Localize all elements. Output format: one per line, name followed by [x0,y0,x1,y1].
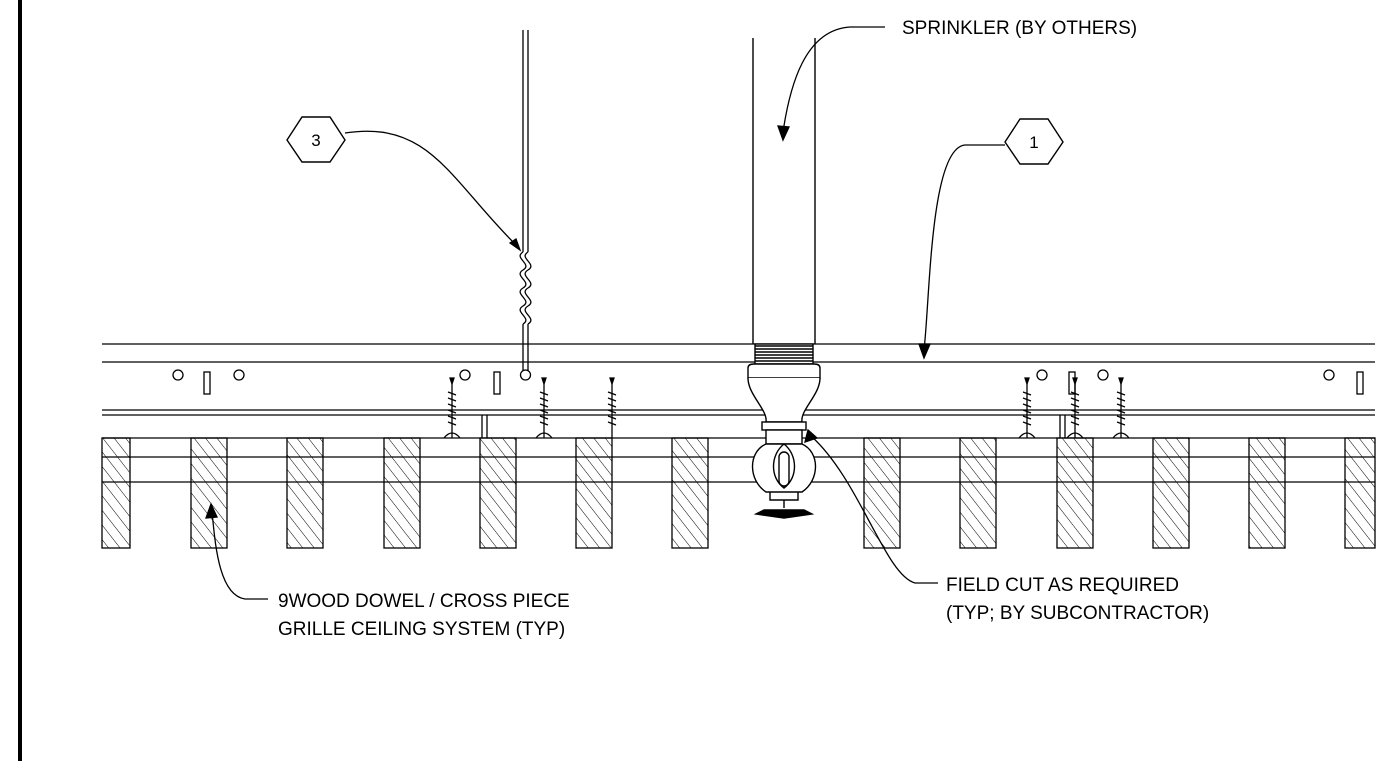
leader-sprinkler [782,26,885,133]
leader-tag-1 [923,144,1005,351]
hexagon-tag-3-shape [286,116,346,163]
callout-grille-line1: 9WOOD DOWEL / CROSS PIECE [278,591,570,612]
hanger-wire [519,30,532,381]
wood-dowel [101,437,131,549]
carrier-rail [102,343,1375,416]
screws [443,377,1130,439]
wood-dowel [479,437,517,549]
wood-dowel [1152,437,1190,549]
wood-dowel [190,437,228,549]
screw [1112,377,1130,439]
screw [1018,377,1036,439]
sprinkler-fitting [747,363,821,379]
wood-dowel [671,437,709,549]
sprinkler-deflector [753,509,815,519]
wood-dowel [1344,437,1376,549]
pipe-threads [754,343,814,365]
callout-field-cut-line2: (TYP; BY SUBCONTRACTOR) [946,603,1209,624]
wood-dowel [575,437,613,549]
wood-dowel [1248,437,1286,549]
tag-3: 3 [286,116,346,163]
sheet-border [18,0,22,761]
leader-tag-3 [344,130,519,248]
rail-holes [172,369,1364,395]
hexagon-tag-1-shape [1004,118,1064,165]
callout-sprinkler: SPRINKLER (BY OTHERS) [902,18,1137,39]
leader-grille [211,511,268,600]
screw [607,377,617,438]
screw [535,377,553,439]
callout-field-cut-line1: FIELD CUT AS REQUIRED [946,575,1179,596]
tag-3-label: 3 [311,131,320,150]
screw [1066,377,1084,439]
leaders [205,26,1005,600]
wood-dowels [101,437,1376,549]
callout-grille-line2: GRILLE CEILING SYSTEM (TYP) [278,619,565,640]
wood-dowel [286,437,324,549]
wood-dowel [383,437,421,549]
screw [443,377,461,439]
leader-field-cut [810,435,938,584]
sprinkler-assembly [747,38,821,519]
tag-1: 1 [1004,118,1064,165]
wood-dowel [1056,437,1094,549]
tag-1-label: 1 [1029,133,1038,152]
wood-dowel [959,437,997,549]
wood-dowel [863,437,901,549]
